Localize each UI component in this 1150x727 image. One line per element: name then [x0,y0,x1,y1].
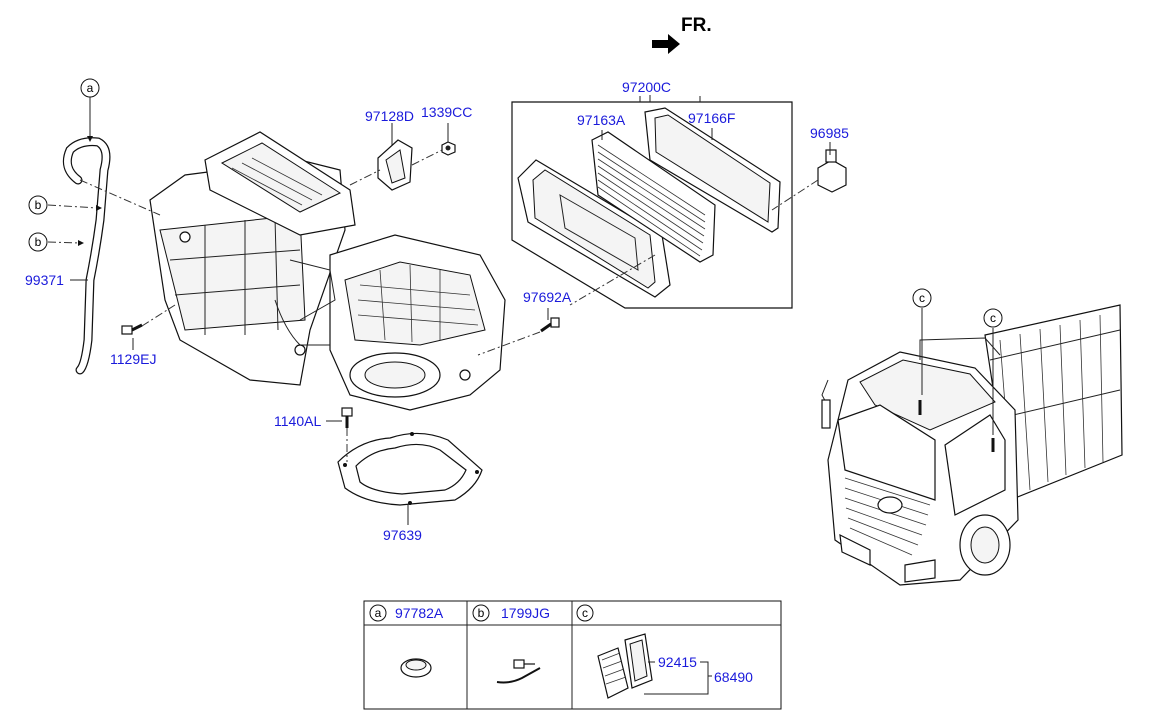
callout-a-top: a [80,78,100,98]
cab-filter-cover [597,633,653,699]
label-99371[interactable]: 99371 [25,272,64,288]
callout-b-lower: b [28,232,48,252]
callout-b-upper: b [28,195,48,215]
label-97692a[interactable]: 97692A [523,289,572,305]
grommet-97782a [400,658,432,678]
svg-text:a: a [87,81,94,95]
cable-tie-1799jg [496,659,541,684]
gasket-97639 [337,432,483,506]
legend-header-b: b [472,604,490,622]
label-97128d[interactable]: 97128D [365,108,414,124]
label-97639[interactable]: 97639 [383,527,422,543]
legend-table: a 97782A b 1799JG c 92415 68 [363,600,782,710]
svg-text:c: c [919,291,925,305]
nut-1339cc [441,141,456,156]
label-97166f[interactable]: 97166F [688,110,735,126]
front-direction-arrow: FR. [652,15,712,54]
filter-assembly-box [511,96,793,309]
heater-blower-unit [149,131,506,411]
svg-text:b: b [35,235,42,249]
drain-hose-99371 [62,137,111,375]
svg-text:b: b [35,198,42,212]
gasket-97128d [377,139,413,191]
sensor-96985 [817,149,847,193]
bolt-97692a [540,317,560,333]
legend-part-92415[interactable]: 92415 [658,654,697,670]
svg-text:c: c [990,311,996,325]
bolt-1129ej [121,323,143,335]
callout-c-truck-right: c [983,308,1003,328]
legend-header-a: a [369,604,387,622]
fr-label: FR. [681,15,712,36]
legend-part-68490[interactable]: 68490 [714,669,753,685]
label-1140al[interactable]: 1140AL [274,413,321,429]
legend-part-97782a[interactable]: 97782A [395,605,444,621]
arrow-icon [652,34,680,54]
svg-text:c: c [582,606,588,620]
label-97200c[interactable]: 97200C [622,79,671,95]
label-1339cc[interactable]: 1339CC [421,104,472,120]
truck-illustration [821,304,1123,586]
legend-part-1799jg[interactable]: 1799JG [501,605,550,621]
svg-text:a: a [375,606,382,620]
label-1129ej[interactable]: 1129EJ [110,351,156,367]
leader-lines [47,95,994,525]
callout-c-truck-left: c [912,288,932,308]
label-96985[interactable]: 96985 [810,125,849,141]
bolt-1140al [341,407,353,428]
svg-text:b: b [478,606,485,620]
legend-header-c: c [576,604,594,622]
label-97163a[interactable]: 97163A [577,112,626,128]
